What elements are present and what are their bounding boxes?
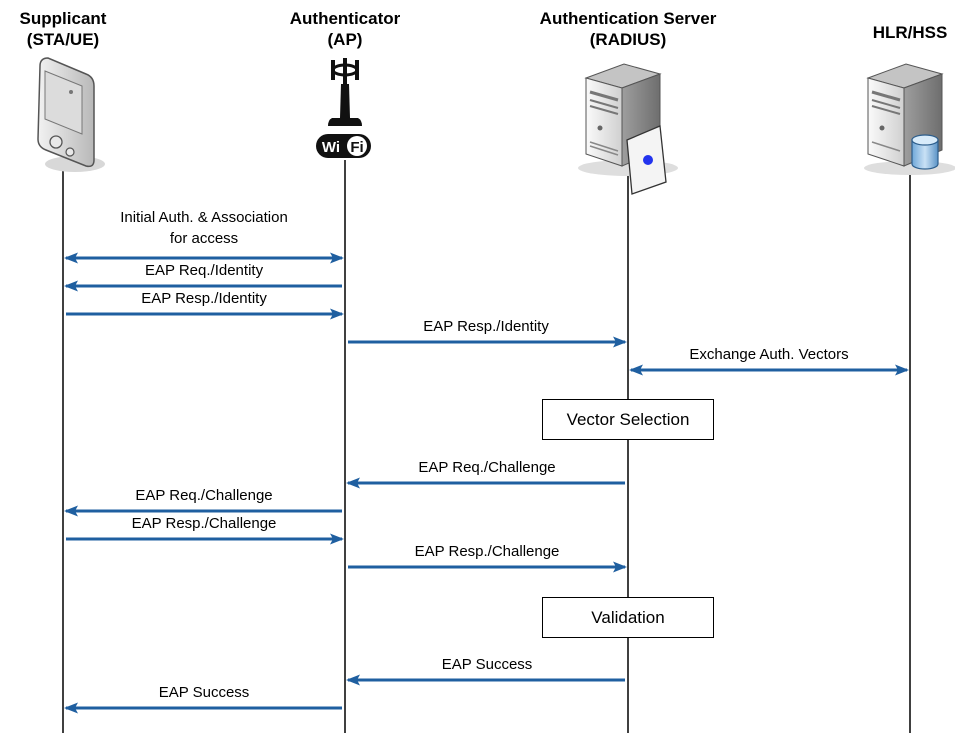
arrow-eap-resp-challenge-2 [348, 561, 627, 573]
actor-name: HLR/HSS [872, 23, 948, 42]
actor-header-supplicant: Supplicant (STA/UE) [20, 8, 107, 50]
arrow-eap-resp-identity-1 [66, 308, 344, 320]
actor-header-hlr: HLR/HSS [873, 22, 948, 43]
pda-device-icon [37, 57, 105, 172]
arrow-exchange-vectors [629, 364, 909, 376]
vector-selection-label: Vector Selection [566, 409, 690, 429]
actor-name: Supplicant [19, 9, 107, 28]
message-label-line: Initial Auth. & Association [120, 209, 288, 226]
wifi-text-fi: Fi [350, 139, 363, 156]
actor-subtitle: (STA/UE) [26, 30, 100, 49]
message-label-initial-auth: Initial Auth. & Association for access [120, 209, 288, 248]
arrow-eap-req-challenge-1 [346, 477, 625, 489]
arrow-eap-req-identity [64, 280, 342, 292]
message-label-eap-resp-challenge-1: EAP Resp./Challenge [131, 515, 277, 532]
actor-name: Authenticator [289, 9, 401, 28]
validation-label: Validation [591, 607, 665, 627]
message-label-eap-req-challenge-2: EAP Req./Challenge [135, 487, 273, 504]
actor-subtitle: (AP) [327, 30, 363, 49]
message-label-exchange-vectors: Exchange Auth. Vectors [689, 346, 849, 363]
arrow-eap-success-1 [346, 674, 625, 686]
wifi-access-point-icon: Wi Fi [316, 58, 371, 158]
message-label-eap-resp-identity-2: EAP Resp./Identity [423, 318, 549, 335]
message-label-eap-resp-identity-1: EAP Resp./Identity [141, 290, 267, 307]
actor-header-authenticator: Authenticator (AP) [290, 8, 401, 50]
message-label-eap-req-identity: EAP Req./Identity [144, 262, 264, 279]
server-with-certificate-icon [578, 63, 678, 195]
arrow-eap-resp-challenge-1 [66, 533, 344, 545]
message-label-eap-resp-challenge-2: EAP Resp./Challenge [414, 543, 560, 560]
message-label-eap-success-2: EAP Success [158, 684, 250, 701]
actor-name: Authentication Server [539, 9, 717, 28]
lifelines [62, 160, 911, 733]
actor-subtitle: (RADIUS) [589, 30, 667, 49]
wifi-text-wi: Wi [322, 139, 340, 156]
arrow-eap-req-challenge-2 [64, 505, 342, 517]
server-with-database-icon [864, 63, 955, 175]
arrow-eap-resp-identity-2 [348, 336, 627, 348]
arrow-eap-success-2 [64, 702, 342, 714]
message-arrows [64, 252, 909, 714]
arrow-initial-auth [64, 252, 344, 264]
actor-header-auth-server: Authentication Server (RADIUS) [540, 8, 717, 50]
message-label-eap-success-1: EAP Success [441, 656, 533, 673]
message-label-eap-req-challenge-1: EAP Req./Challenge [418, 459, 556, 476]
message-label-line: for access [169, 230, 239, 247]
vector-selection-box: Vector Selection [542, 399, 714, 440]
validation-box: Validation [542, 597, 714, 638]
